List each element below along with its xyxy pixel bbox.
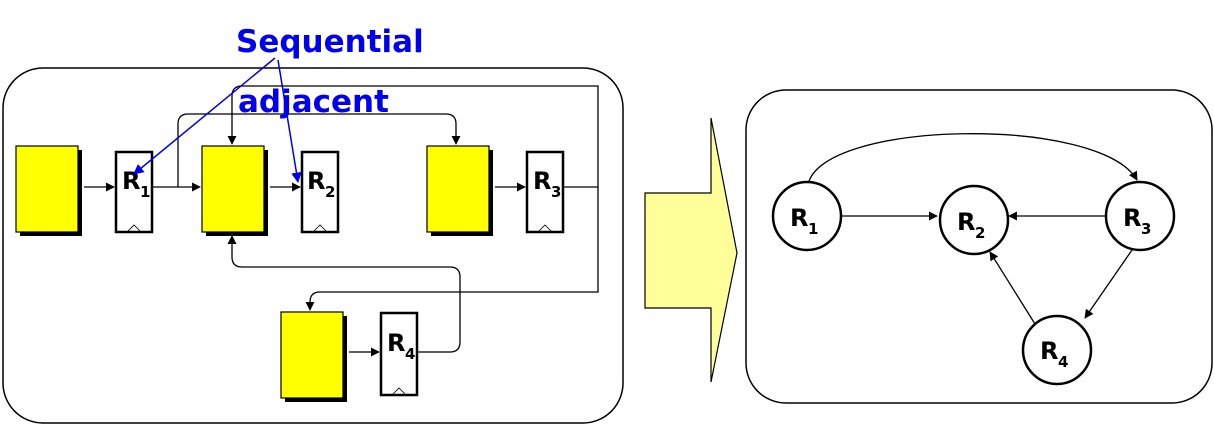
- logic-block-3: [426, 145, 493, 236]
- logic-block-1: [15, 145, 82, 236]
- graph-node-r4-letter: R: [1040, 337, 1058, 365]
- register-r4-sub: 4: [405, 345, 415, 363]
- register-r3: R 3: [525, 150, 565, 234]
- graph-node-r4: R 4: [1021, 314, 1093, 386]
- graph-node-r1-letter: R: [790, 204, 808, 232]
- register-r2: R 2: [300, 150, 340, 234]
- graph-node-r2-sub: 2: [975, 224, 985, 242]
- graph-node-r2: R 2: [938, 184, 1010, 256]
- register-r3-letter: R: [533, 167, 551, 195]
- graph-node-r2-letter: R: [957, 208, 975, 236]
- annotation-arrows: [133, 57, 302, 184]
- annotation-sequential: Sequential: [236, 24, 424, 60]
- register-r3-sub: 3: [551, 183, 561, 201]
- graph-node-r3-sub: 3: [1141, 220, 1151, 238]
- annotation-adjacent: adjacent: [238, 84, 389, 120]
- logic-block-4: [280, 311, 347, 402]
- register-r2-letter: R: [307, 167, 325, 195]
- graph-edges: [807, 133, 1138, 325]
- graph-node-r1-sub: 1: [808, 220, 818, 238]
- circuit-wires: [84, 85, 599, 357]
- graph-node-r3-letter: R: [1123, 204, 1141, 232]
- graph-node-r4-sub: 4: [1058, 353, 1068, 371]
- register-r2-sub: 2: [325, 183, 335, 201]
- graph-node-r3: R 3: [1104, 180, 1176, 252]
- register-r1-sub: 1: [140, 183, 150, 201]
- register-r4-letter: R: [387, 329, 405, 357]
- logic-block-2: [201, 145, 268, 236]
- graph-node-r1: R 1: [771, 180, 843, 252]
- transform-arrow: [644, 117, 738, 383]
- register-r4: R 4: [379, 311, 419, 397]
